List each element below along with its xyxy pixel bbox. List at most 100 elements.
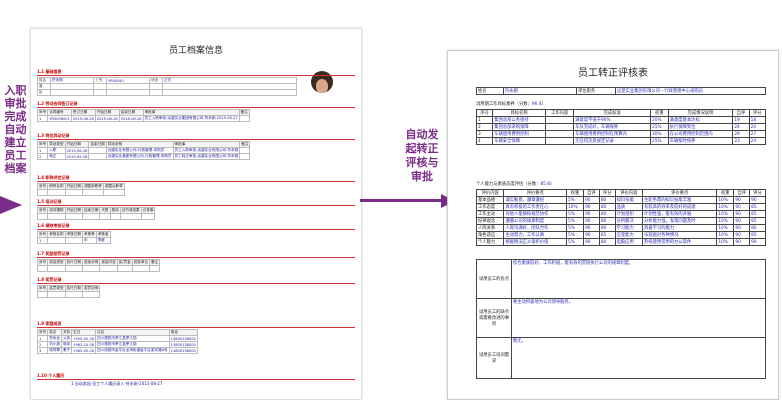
- table-header-cell: 目标名称: [492, 109, 546, 117]
- table-cell: 季度: [95, 237, 111, 244]
- table-cell: 车辆使用费用控制在预算内: [573, 130, 651, 138]
- table-cell: 1985-05-26: [71, 347, 97, 354]
- table-header-cell: 培训课程: [47, 207, 66, 214]
- table-header-cell: 序号: [36, 183, 49, 190]
- table-cell: 85: [749, 217, 766, 225]
- table-cell: [88, 153, 107, 160]
- table-cell: 2018-08-28: [118, 115, 144, 122]
- section-divider: [37, 283, 355, 284]
- section-heading: 1.1 基础信息: [37, 69, 62, 74]
- left-caption-line: 档案: [4, 162, 27, 175]
- table-cell: 80: [598, 196, 616, 204]
- name-value: 符永刚: [503, 87, 577, 95]
- table-cell: 徐同翠: [47, 347, 62, 354]
- review-title: 员工转正评核表: [578, 68, 648, 79]
- unit-label: 单位职务: [576, 87, 616, 95]
- table-cell: 具有积极的工作责任心: [503, 203, 567, 211]
- table-cell: 13800138000: [168, 347, 198, 354]
- left-caption-line: 建立: [4, 136, 27, 149]
- table-header-cell: 工作内容: [544, 109, 575, 117]
- left-caption-line: 入职: [4, 84, 27, 97]
- table-header-cell: 权重: [565, 189, 585, 197]
- table-header-cell: 序号: [475, 109, 494, 117]
- table-cell: 工作主动: [475, 210, 505, 218]
- table-header-cell: 评价要点: [503, 189, 567, 197]
- table-header-cell: 序号: [36, 285, 49, 292]
- left-caption: 入职 审批 完成 自动 建立 员工 档案: [2, 84, 29, 175]
- table-cell: 母亲: [60, 341, 73, 348]
- self-eval-score: 96.4: [531, 102, 542, 107]
- table-header-cell: 执行日期: [64, 259, 83, 266]
- table-cell: 个人魅力: [475, 238, 505, 246]
- table-header-cell: 开始日期: [64, 207, 83, 214]
- table-cell: [544, 123, 575, 131]
- table-header-cell: 评分: [748, 109, 767, 117]
- table-cell: 90: [733, 196, 751, 204]
- table-cell: 18: [748, 116, 767, 124]
- table-cell: 满意度基本达标: [667, 116, 734, 124]
- table-cell: 学习能力: [614, 224, 644, 232]
- table-cell: 2: [36, 153, 49, 160]
- table-header-cell: 奖罚说明: [81, 285, 101, 292]
- table-header-cell: 奖/罚金: [116, 259, 133, 266]
- self-eval-label: 试用期工作目标素养（分数：: [476, 102, 532, 107]
- table-header-cell: 批准单位: [131, 259, 151, 266]
- table-cell: 85: [598, 231, 616, 239]
- table-cell: 刘小燕: [47, 341, 62, 348]
- table-cell: 转正: [47, 153, 66, 160]
- table-header-cell: 考核者: [95, 231, 111, 238]
- table-header-cell: 费用: [109, 207, 121, 214]
- probation-review-document: 员工转正评核表 姓名 符永刚 单位职务 远望实业集团有限公司－行政管理中心采购员…: [447, 50, 779, 400]
- table-cell: 25%: [650, 123, 669, 131]
- table-cell: 集团总部公务接待: [492, 116, 546, 124]
- table-header-cell: 考核日期: [64, 231, 83, 238]
- middle-caption-line: 自动发: [405, 128, 439, 141]
- table-cell: 员工入职审批-远望实业集团有限公司-符永刚-2015-08-27: [142, 115, 240, 122]
- table-cell: 分析能力强，发现问题及时: [642, 217, 718, 225]
- table-header-cell: 自评: [733, 189, 751, 197]
- table-cell: 应变能力: [614, 231, 644, 239]
- table-cell: 24: [732, 123, 750, 131]
- section-divider: [37, 181, 355, 182]
- table-header-cell: 序号: [36, 109, 49, 116]
- table-cell: 25%: [650, 137, 669, 145]
- table-header-cell: 权重: [716, 189, 735, 197]
- table-cell: [238, 115, 250, 122]
- table-cell: 主动努力，工作认真: [503, 231, 567, 239]
- table-cell: 符永龙: [47, 335, 62, 342]
- section-heading: 1.6 绩效考核记录: [37, 223, 70, 228]
- table-cell: 5%: [565, 217, 585, 225]
- table-cell: [544, 130, 575, 138]
- section-divider: [37, 379, 355, 380]
- table-cell: 90: [583, 217, 600, 225]
- table-cell: 遵循公司的规章制度: [503, 217, 567, 225]
- table-cell: 5%: [565, 210, 585, 218]
- table-cell: 父亲: [60, 335, 73, 342]
- table-cell: 人际沟通好，团队合作: [503, 224, 567, 232]
- table-cell: 90: [733, 224, 751, 232]
- table-header-cell: 奖惩类型: [47, 259, 66, 266]
- table-header-cell: 序号: [36, 329, 49, 336]
- table-header-cell: 评价内容: [614, 189, 644, 197]
- left-caption-line: 审批: [4, 97, 27, 110]
- table-cell: 电脑应用: [614, 238, 644, 246]
- table-header-cell: 执行日期: [64, 285, 83, 292]
- table-header-cell: 调整前职称: [81, 183, 104, 190]
- middle-caption-line: 审批: [411, 170, 433, 183]
- table-header-cell: 天数: [99, 207, 111, 214]
- table-cell: 熟练使用常用的办公软件: [642, 238, 718, 246]
- table-cell: 90: [733, 203, 751, 211]
- table-header-cell: 序号: [36, 141, 49, 148]
- table-cell: 24: [748, 137, 767, 145]
- quality-table: 评价内容评价要点权重自评评分评价内容评价要点权重自评评分 基本品德诚实勤恳，遵章…: [475, 189, 766, 246]
- table-header-cell: 奖惩说明: [81, 259, 101, 266]
- table-cell: 角色适应: [475, 231, 505, 239]
- table-cell: 员工转正审批-远望实业有限公司-符永刚: [172, 153, 241, 160]
- table-header-cell: 备注: [238, 109, 250, 116]
